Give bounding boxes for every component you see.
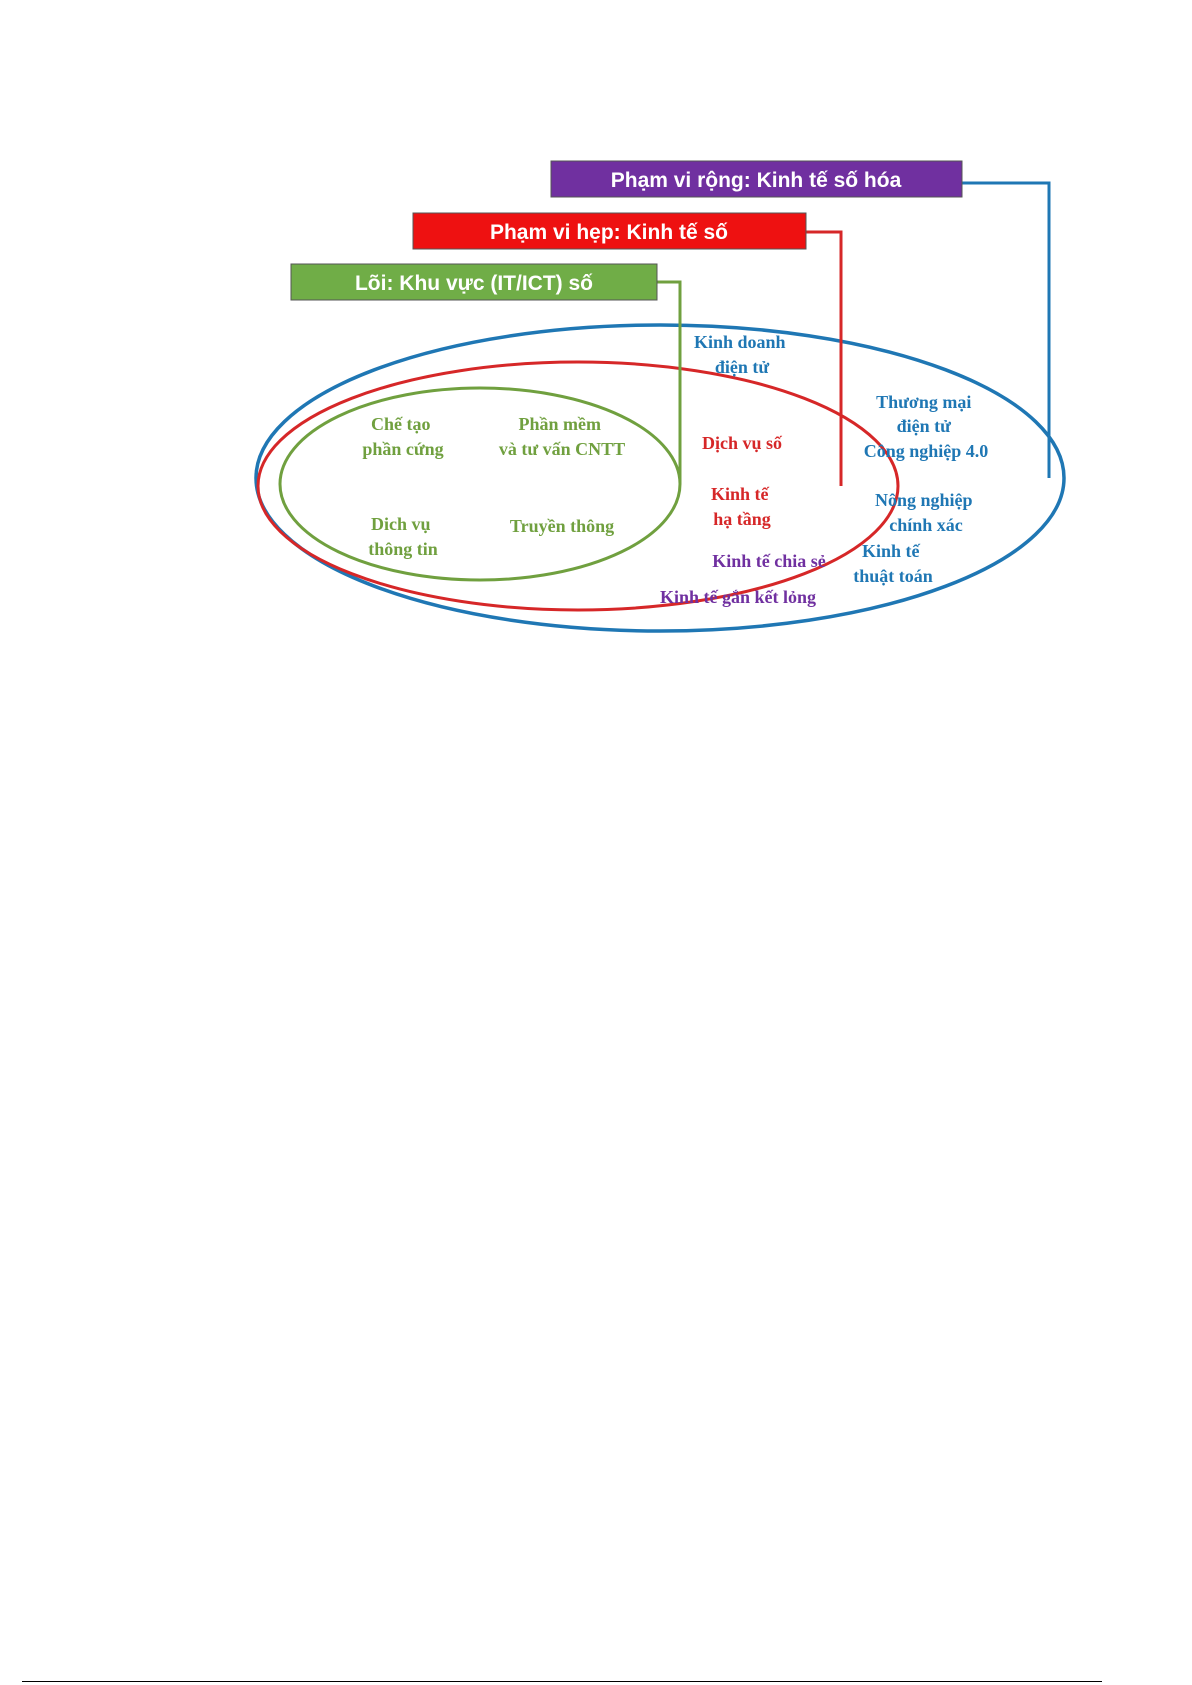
item-che-tao-phan-cung: Chế tạo phần cứng xyxy=(362,414,443,459)
narrow-scope-box: Phạm vi hẹp: Kinh tế số xyxy=(412,212,807,250)
core-box: Lõi: Khu vực (IT/ICT) số xyxy=(290,263,658,301)
narrow-scope-ellipse xyxy=(256,360,900,612)
item-dich-vu-thong-tin: Dich vụ thông tin xyxy=(368,514,438,559)
item-phan-mem-tu-van: Phần mềm và tư vấn CNTT xyxy=(499,414,625,459)
item-thuong-mai-cong-nghiep: Thương mại điện tử Công nghiệp 4.0 xyxy=(864,392,989,461)
broad-connector-line xyxy=(962,181,1051,478)
core-connector-line xyxy=(657,280,682,484)
core-ellipse xyxy=(278,386,682,582)
item-dich-vu-so: Dịch vụ số xyxy=(702,433,783,453)
item-kinh-doanh-dien-tu: Kinh doanh điện tử xyxy=(694,332,790,377)
item-nong-nghiep-chinh-xac: Nông nghiệp chính xác xyxy=(875,490,977,535)
page-bottom-rule xyxy=(22,1681,1102,1682)
broad-scope-box: Phạm vi rộng: Kinh tế số hóa xyxy=(550,160,963,198)
item-kinh-te-chia-se: Kinh tế chia sẻ xyxy=(712,551,826,571)
item-kinh-te-thuat-toan: Kinh tế thuật toán xyxy=(853,541,933,586)
broad-scope-ellipse xyxy=(254,323,1066,633)
narrow-scope-label: Phạm vi hẹp: Kinh tế số xyxy=(490,221,728,244)
core-label: Lõi: Khu vực (IT/ICT) số xyxy=(355,272,593,295)
broad-scope-label: Phạm vi rộng: Kinh tế số hóa xyxy=(611,169,902,192)
narrow-connector-line xyxy=(806,230,843,486)
item-truyen-thong: Truyền thông xyxy=(510,516,614,536)
item-kinh-te-gan-ket-long: Kinh tế gắn kết lỏng xyxy=(660,587,816,607)
item-kinh-te-ha-tang: Kinh tế hạ tầng xyxy=(711,484,773,529)
